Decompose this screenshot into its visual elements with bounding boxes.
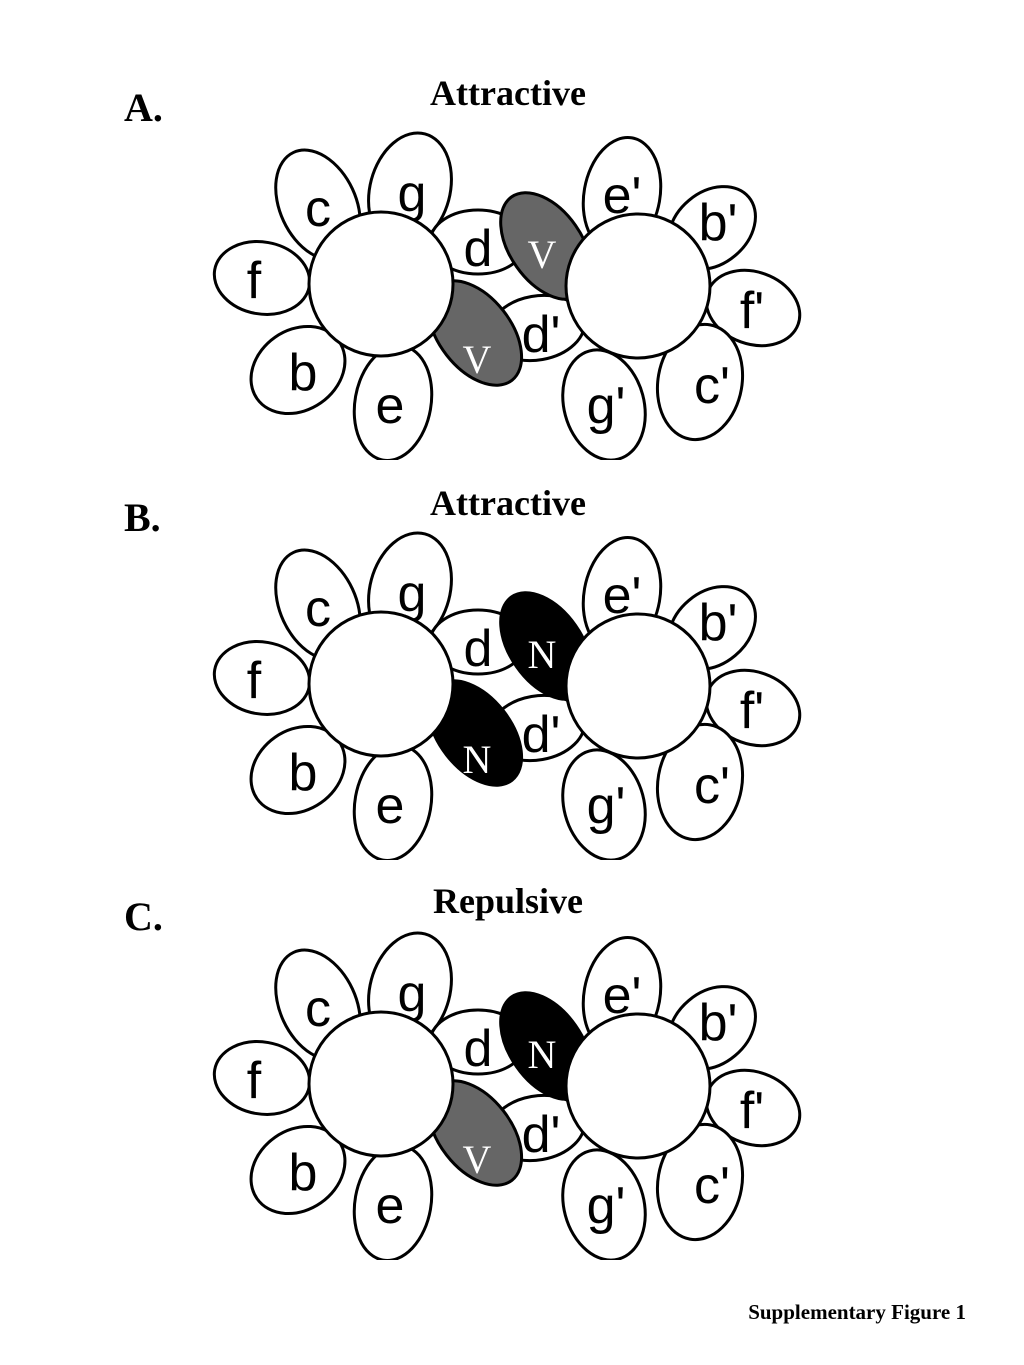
left-petal-e: e bbox=[352, 744, 434, 860]
right-petal-label-d: d' bbox=[522, 706, 561, 764]
panel-b-letter: B. bbox=[124, 495, 161, 540]
right-petal-label-b: b' bbox=[699, 194, 738, 252]
left-petal-label-g: g bbox=[398, 965, 427, 1023]
interface-residue-top-label: N bbox=[528, 632, 557, 677]
left-petal-label-g: g bbox=[398, 165, 427, 223]
right-petal-label-d: d' bbox=[522, 1106, 561, 1164]
left-petal-b: b bbox=[249, 1124, 347, 1216]
right-helix-core bbox=[564, 1012, 712, 1160]
left-petal-label-f: f bbox=[247, 652, 262, 710]
panel-b-title: Attractive bbox=[430, 483, 586, 523]
right-helix-core bbox=[564, 212, 712, 360]
left-petal-label-d: d bbox=[464, 220, 493, 278]
figure-caption: Supplementary Figure 1 bbox=[748, 1300, 966, 1324]
left-petal-e: e bbox=[352, 1144, 434, 1260]
interface-residue-bottom-label: N bbox=[463, 737, 492, 782]
left-helix-core bbox=[307, 610, 455, 758]
panel-c-letter: C. bbox=[124, 894, 163, 939]
left-petal-label-e: e bbox=[376, 377, 405, 435]
right-petal-label-f: f' bbox=[740, 1082, 764, 1140]
right-helix-core bbox=[564, 612, 712, 760]
right-petal-label-g: g' bbox=[587, 1177, 626, 1235]
left-petal-label-g: g bbox=[398, 565, 427, 623]
panel-a-title: Attractive bbox=[430, 73, 586, 113]
right-petal-c: c' bbox=[655, 1122, 745, 1242]
interface-residue-bottom: N bbox=[426, 679, 524, 787]
right-petal-c: c' bbox=[655, 722, 745, 842]
left-petal-label-b: b bbox=[289, 1144, 318, 1202]
right-petal-g: g' bbox=[561, 748, 647, 860]
left-petal-label-c: c bbox=[305, 180, 331, 238]
panel-a-letter: A. bbox=[124, 85, 163, 130]
right-petal-label-g: g' bbox=[587, 377, 626, 435]
left-petal-label-d: d bbox=[464, 1020, 493, 1078]
left-petal-label-f: f bbox=[247, 1052, 262, 1110]
right-petal-f: f' bbox=[704, 268, 802, 348]
left-petal-label-b: b bbox=[289, 344, 318, 402]
left-petal-label-c: c bbox=[305, 980, 331, 1038]
left-petal-label-f: f bbox=[247, 252, 262, 310]
right-petal-label-g: g' bbox=[587, 777, 626, 835]
left-petal-label-c: c bbox=[305, 580, 331, 638]
right-petal-g: g' bbox=[561, 1148, 647, 1260]
right-petal-label-c: c' bbox=[694, 357, 730, 415]
right-petal-g: g' bbox=[561, 348, 647, 460]
left-petal-e: e bbox=[352, 344, 434, 460]
panel-c-title: Repulsive bbox=[432, 881, 583, 921]
right-petal-c: c' bbox=[655, 322, 745, 442]
left-petal-label-e: e bbox=[376, 1177, 405, 1235]
right-petal-label-b: b' bbox=[699, 994, 738, 1052]
interface-residue-top-label: N bbox=[528, 1032, 557, 1077]
left-petal-f: f bbox=[212, 640, 312, 716]
interface-residue-bottom-label: V bbox=[463, 337, 492, 382]
interface-residue-bottom-label: V bbox=[463, 1137, 492, 1182]
left-petal-label-d: d bbox=[464, 620, 493, 678]
left-helix-core bbox=[307, 1010, 455, 1158]
interface-residue-bottom: V bbox=[426, 279, 524, 387]
right-petal-label-c: c' bbox=[694, 757, 730, 815]
right-petal-label-c: c' bbox=[694, 1157, 730, 1215]
right-petal-label-f: f' bbox=[740, 282, 764, 340]
left-helix-core bbox=[307, 210, 455, 358]
left-petal-label-e: e bbox=[376, 777, 405, 835]
right-petal-label-b: b' bbox=[699, 594, 738, 652]
right-petal-label-f: f' bbox=[740, 682, 764, 740]
left-petal-b: b bbox=[249, 724, 347, 816]
right-petal-label-d: d' bbox=[522, 306, 561, 364]
left-petal-f: f bbox=[212, 240, 312, 316]
interface-residue-top-label: V bbox=[528, 232, 557, 277]
left-petal-f: f bbox=[212, 1040, 312, 1116]
left-petal-label-b: b bbox=[289, 744, 318, 802]
